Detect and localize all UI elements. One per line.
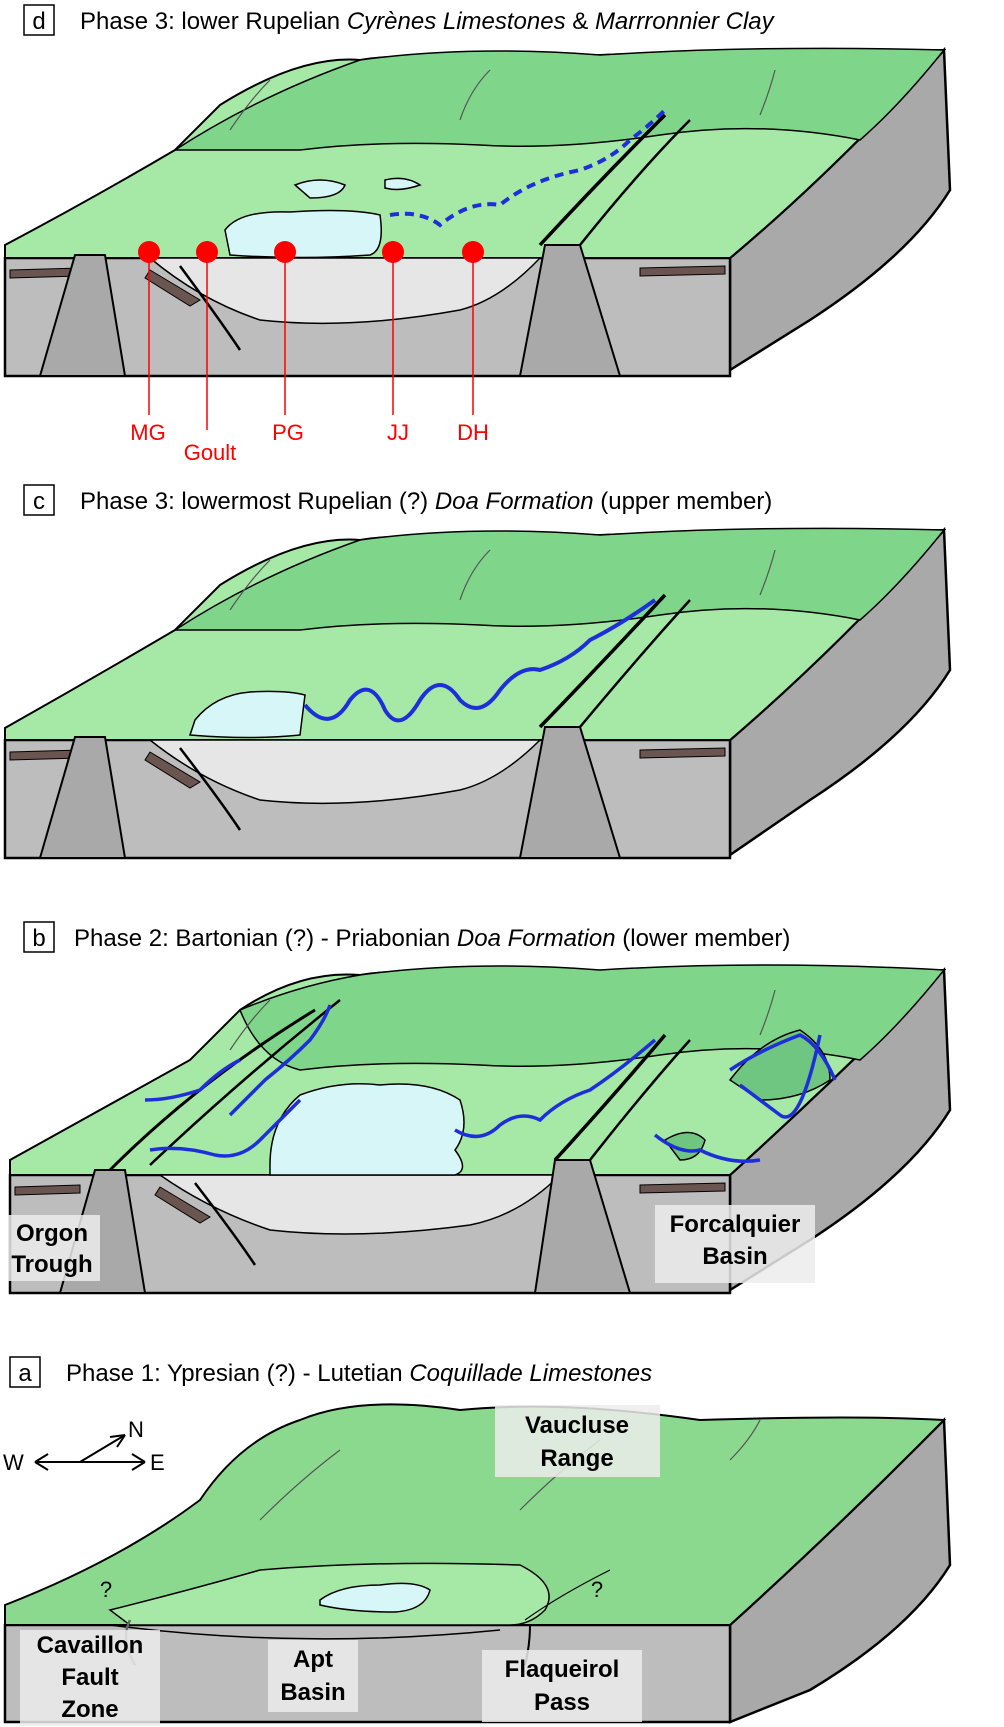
panel-d-title: Phase 3: lower Rupelian Cyrènes Limeston… [80, 8, 776, 35]
panel-c: c Phase 3: lowermost Rupelian (?) Doa Fo… [3, 484, 952, 860]
panel-a: a Phase 1: Ypresian (?) - Lutetian Coqui… [3, 1356, 952, 1726]
panel-c-letter-box [23, 484, 55, 516]
orgon-label-box [8, 1215, 100, 1281]
panel-d-letter-box [23, 4, 55, 36]
forcalquier-basin-label-line2: Basin [702, 1243, 767, 1270]
site-dot-mg [138, 241, 160, 263]
apt-label-box [268, 1640, 358, 1712]
panel-b-title: Phase 2: Bartonian (?) - Priabonian Doa … [74, 925, 790, 952]
panel-d: d Phase 3: lower Rupelian Cyrènes Limest… [3, 4, 952, 465]
cavaillon-label-line3: Zone [61, 1696, 118, 1723]
question-mark-west: ? [100, 1577, 112, 1602]
flaqueirol-pass-label-line2: Pass [534, 1689, 590, 1716]
compass-north-line [79, 1434, 126, 1463]
panel-b-letter-box [23, 921, 55, 953]
panel-a-letter-box [9, 1356, 41, 1388]
site-dot-dh [462, 241, 484, 263]
compass-west-label: W [3, 1450, 24, 1475]
panel-b-letter: b [32, 925, 45, 952]
site-label-jj: JJ [387, 420, 409, 445]
flaqueirol-pass-label-line1: Flaqueirol [505, 1656, 620, 1683]
site-label-goult: Goult [184, 440, 237, 465]
compass-west-arrow [34, 1453, 49, 1471]
panel-b: b Phase 2: Bartonian (?) - Priabonian Do… [8, 921, 952, 1295]
compass-north-label: N [128, 1417, 144, 1442]
vaucluse-range-label-line2: Range [540, 1445, 613, 1472]
apt-basin-label-line1: Apt [293, 1646, 333, 1673]
site-markers: MG Goult PG JJ DH [130, 241, 489, 465]
compass-north-arrow [109, 1434, 126, 1448]
compass-east-arrow [131, 1453, 146, 1471]
orgon-trough-label-line1: Orgon [16, 1220, 88, 1247]
site-dot-goult [196, 241, 218, 263]
flaqueirol-label-box [482, 1650, 642, 1722]
panel-c-title: Phase 3: lowermost Rupelian (?) Doa Form… [80, 488, 772, 515]
apt-basin-label-line2: Basin [280, 1679, 345, 1706]
forcalquier-label-box [655, 1205, 815, 1283]
site-label-mg: MG [130, 420, 165, 445]
block-c [3, 526, 952, 860]
block-d [3, 46, 952, 378]
vaucluse-label-box [495, 1405, 660, 1477]
compass-rose: N W E [3, 1417, 165, 1475]
cavaillon-label-line1: Cavaillon [37, 1632, 144, 1659]
site-label-pg: PG [272, 420, 304, 445]
cavaillon-label-line2: Fault [61, 1664, 118, 1691]
question-mark-east: ? [591, 1577, 603, 1602]
site-label-dh: DH [457, 420, 489, 445]
cavaillon-label-box [20, 1630, 160, 1726]
forcalquier-basin-label-line1: Forcalquier [670, 1211, 801, 1238]
site-dot-jj [382, 241, 404, 263]
panel-d-letter: d [32, 8, 45, 35]
compass-east-label: E [150, 1450, 165, 1475]
vaucluse-range-label-line1: Vaucluse [525, 1412, 629, 1439]
orgon-trough-label-line2: Trough [11, 1251, 92, 1278]
panel-c-letter: c [33, 488, 45, 515]
site-dot-pg [274, 241, 296, 263]
panel-a-title: Phase 1: Ypresian (?) - Lutetian Coquill… [66, 1360, 652, 1387]
panel-a-letter: a [18, 1360, 32, 1387]
